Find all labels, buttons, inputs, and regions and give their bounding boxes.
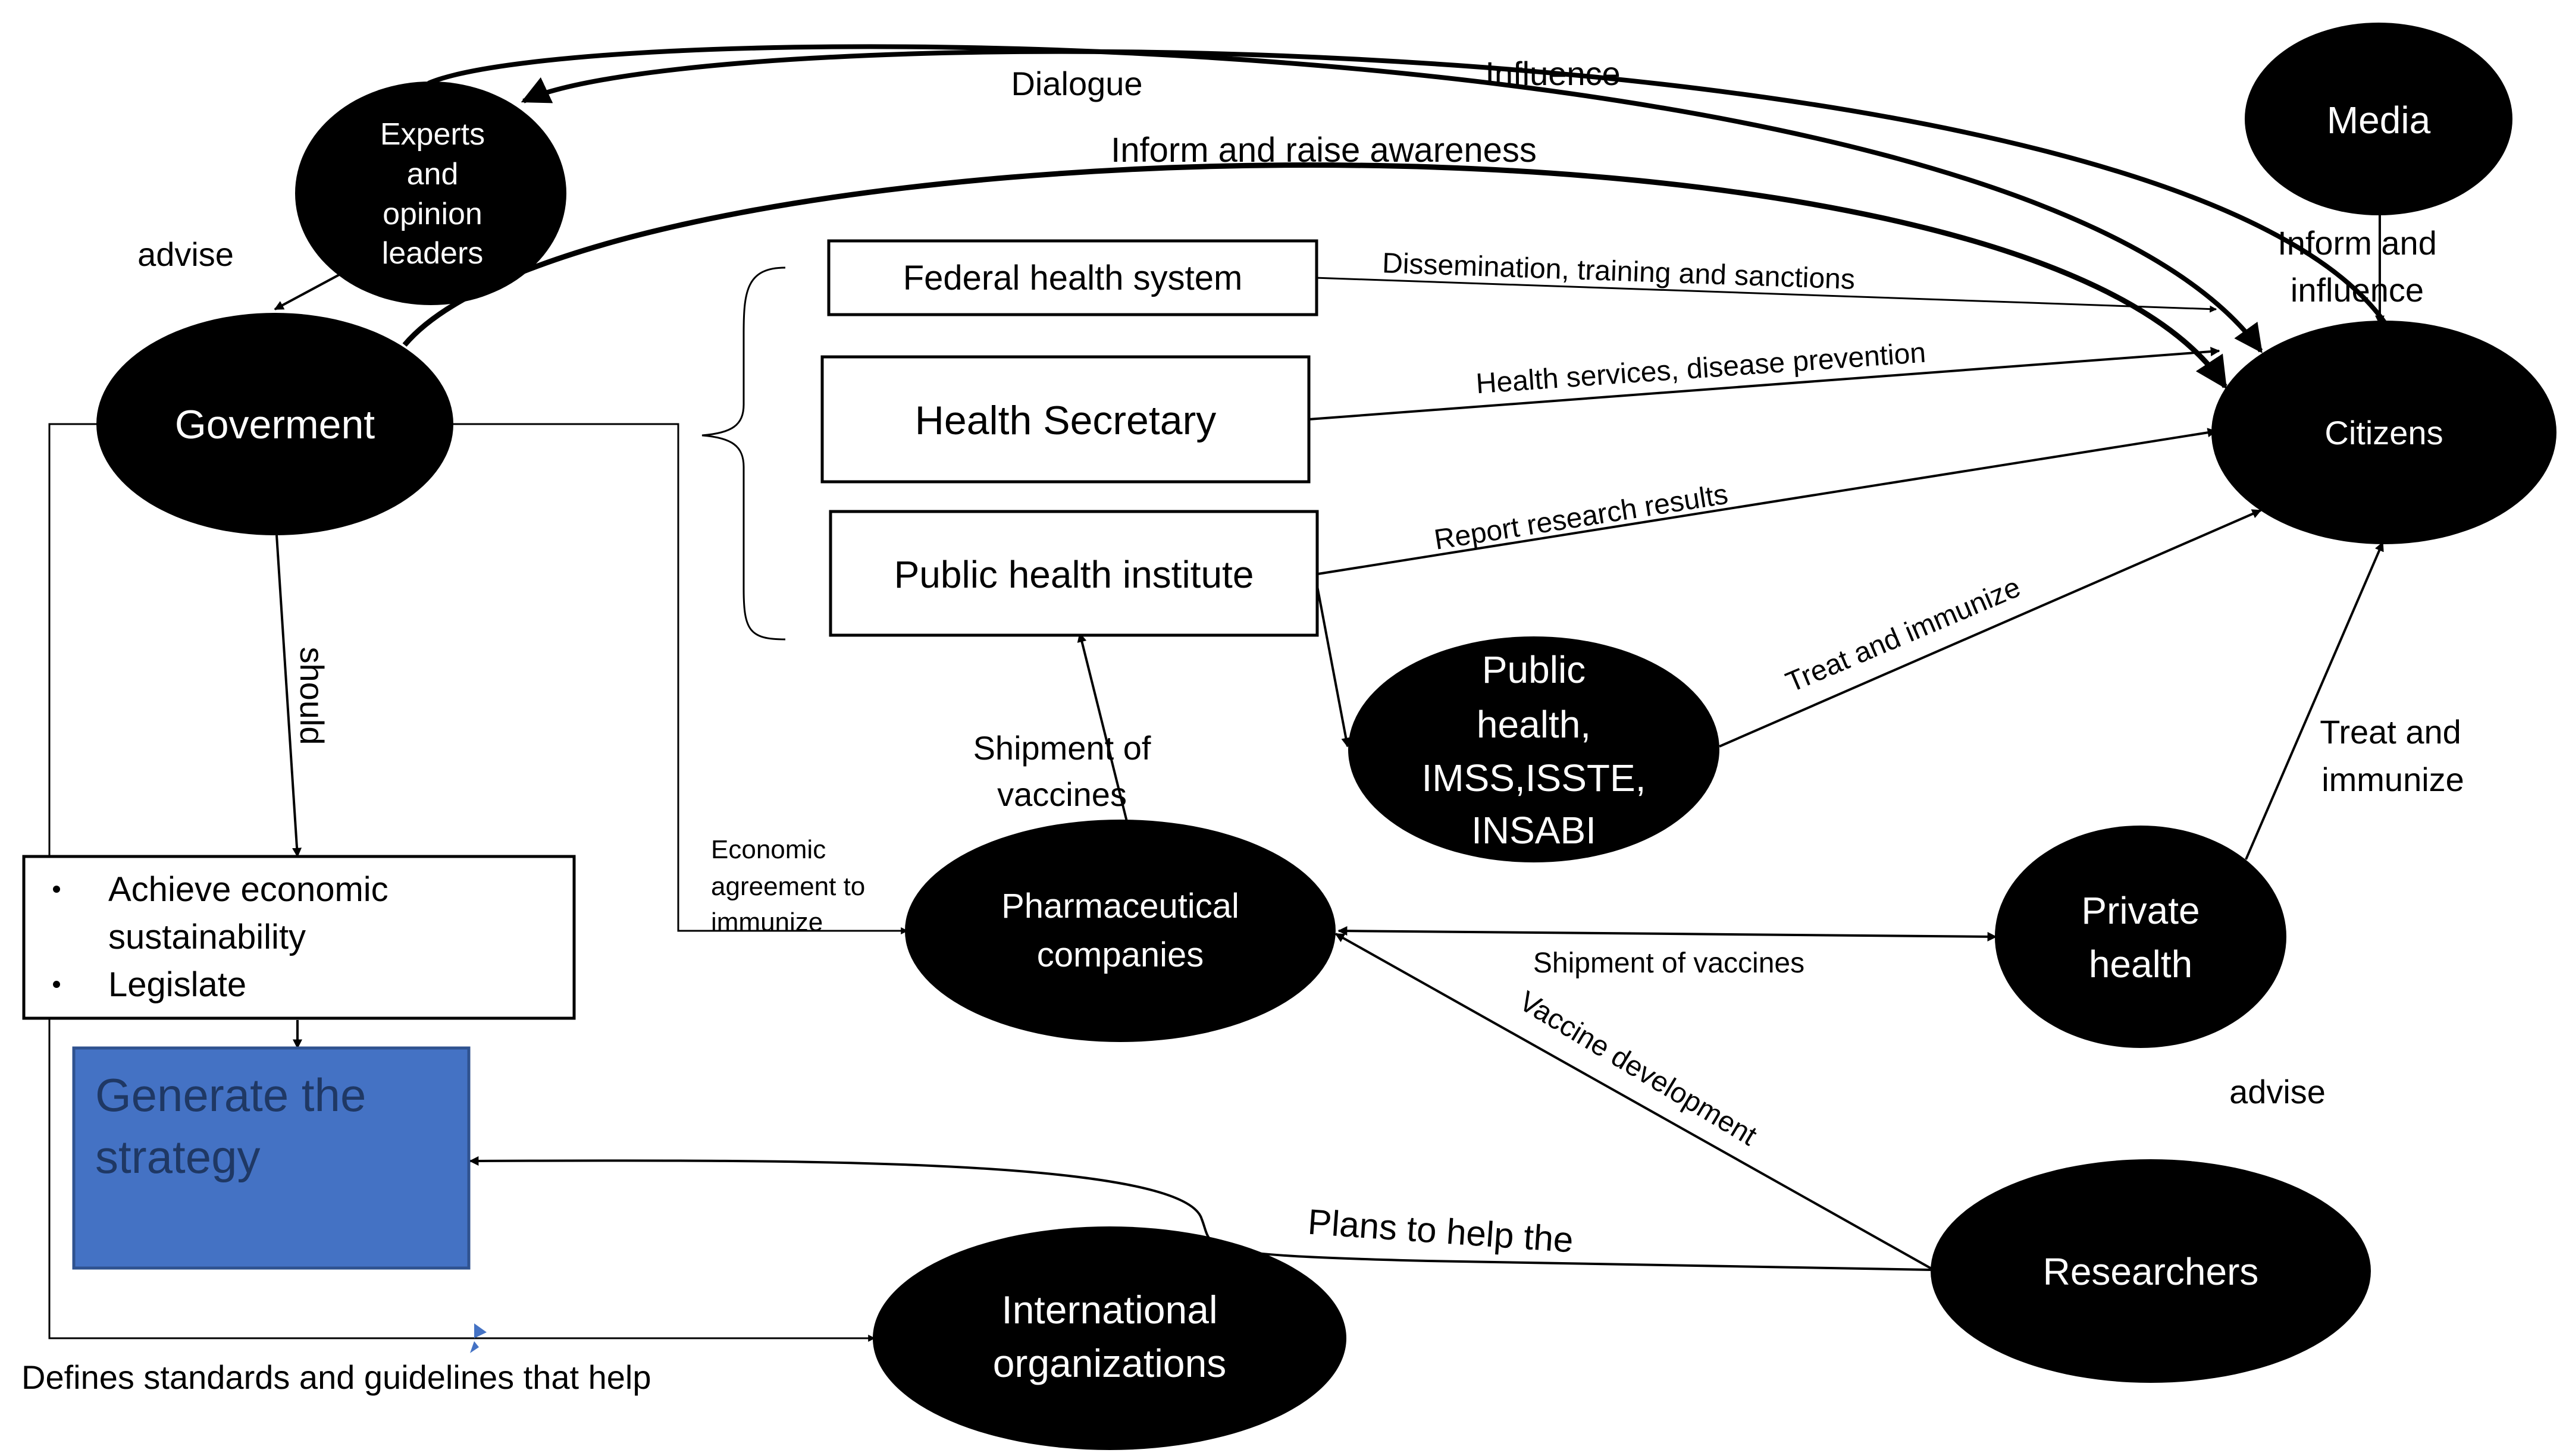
brace xyxy=(701,266,786,641)
label-treat-immunize-private-2: immunize xyxy=(2321,761,2464,798)
node-private-health: Private health xyxy=(1995,826,2286,1048)
node-federal-health-system: Federal health system xyxy=(827,239,1318,316)
edge-report-research xyxy=(1317,428,2217,575)
label-economic-3: immunize xyxy=(711,908,823,937)
health-secretary-label: Health Secretary xyxy=(915,398,1216,443)
citizens-label: Citizens xyxy=(2324,414,2443,451)
node-experts: Experts and opinion leaders xyxy=(295,81,566,305)
node-international: International organizations xyxy=(873,1226,1346,1450)
label-influence: Influence xyxy=(1485,55,1620,92)
node-public-health-imss: Public health, IMSS,ISSTE, INSABI xyxy=(1348,636,1719,862)
edge-treat-private xyxy=(2245,541,2384,860)
label-inform-raise: Inform and raise awareness xyxy=(1111,131,1537,170)
pharmaceutical-line-1: Pharmaceutical xyxy=(1001,887,1239,925)
experts-line-2: and xyxy=(407,157,459,192)
strategy-line-2: strategy xyxy=(95,1131,260,1183)
objective-line-1: Achieve economic xyxy=(108,870,388,909)
label-advise-left: advise xyxy=(137,236,234,273)
node-public-health-institute: Public health institute xyxy=(829,510,1319,637)
label-defines-standards: Defines standards and guidelines that he… xyxy=(21,1358,651,1396)
node-strategy: Generate the strategy xyxy=(72,1046,471,1270)
flag-icon xyxy=(470,1323,487,1353)
node-government: Goverment xyxy=(96,313,453,535)
edge-should xyxy=(275,535,302,858)
node-health-secretary: Health Secretary xyxy=(820,355,1311,484)
researchers-label: Researchers xyxy=(2043,1250,2259,1293)
federal-health-system-label: Federal health system xyxy=(903,259,1243,297)
node-media: Media xyxy=(2245,23,2512,215)
public-health-line-4: INSABI xyxy=(1471,809,1596,852)
private-health-line-1: Private xyxy=(2081,889,2200,932)
label-economic-2: agreement to xyxy=(711,872,865,901)
edge-institute-public xyxy=(1315,579,1351,748)
media-label: Media xyxy=(2327,99,2431,142)
edge-shipment-up xyxy=(1077,632,1129,824)
node-pharmaceutical: Pharmaceutical companies xyxy=(905,820,1336,1042)
label-report-research: Report research results xyxy=(1432,478,1730,556)
edge-vaccine-development xyxy=(1334,933,1934,1271)
label-advise-right: advise xyxy=(2229,1073,2326,1110)
node-researchers: Researchers xyxy=(1931,1159,2371,1383)
edge-dialogue xyxy=(427,44,2263,353)
public-health-line-2: health, xyxy=(1477,703,1591,746)
objective-line-3: Legislate xyxy=(108,965,246,1004)
strategy-line-1: Generate the xyxy=(95,1069,366,1121)
international-line-1: International xyxy=(1001,1288,1217,1332)
edge-health-services xyxy=(1308,347,2220,421)
public-health-line-3: IMSS,ISSTE, xyxy=(1422,757,1646,799)
edge-dissemination xyxy=(1314,277,2217,313)
node-citizens: Citizens xyxy=(2211,321,2556,544)
bullet-icon xyxy=(53,981,60,988)
label-shipment-of-vaccines: Shipment of vaccines xyxy=(1533,947,1804,979)
node-objectives: Achieve economic sustainability Legislat… xyxy=(22,855,576,1020)
pharmaceutical-line-2: companies xyxy=(1037,936,1204,974)
label-dialogue: Dialogue xyxy=(1011,65,1142,102)
label-inform-influence-2: influence xyxy=(2291,271,2424,309)
experts-line-4: leaders xyxy=(382,236,484,271)
edge-treat-public xyxy=(1719,509,2262,748)
public-health-line-1: Public xyxy=(1482,648,1586,691)
label-treat-immunize-private-1: Treat and xyxy=(2320,713,2461,751)
experts-line-3: opinion xyxy=(383,197,483,231)
label-inform-influence-1: Inform and xyxy=(2277,224,2437,262)
public-health-institute-label: Public health institute xyxy=(894,553,1254,596)
edge-shipment-private xyxy=(1337,926,1997,942)
label-should: should xyxy=(293,647,331,745)
edge-economic-agreement xyxy=(453,423,908,934)
label-shipment-up-1: Shipment of xyxy=(973,729,1151,767)
connectors xyxy=(48,44,2394,1342)
label-treat-immunize-public: Treat and immunize xyxy=(1781,572,2025,699)
government-label: Goverment xyxy=(175,402,375,447)
label-vaccine-development: Vaccine development xyxy=(1514,986,1762,1152)
experts-line-1: Experts xyxy=(380,117,485,152)
edge-advise xyxy=(274,274,340,310)
label-economic-1: Economic xyxy=(711,835,826,864)
objective-line-2: sustainability xyxy=(108,918,306,956)
international-line-2: organizations xyxy=(993,1341,1227,1385)
label-plans-help: Plans to help the xyxy=(1307,1202,1575,1260)
bullet-icon xyxy=(53,886,60,893)
label-shipment-up-2: vaccines xyxy=(997,776,1127,813)
private-health-line-2: health xyxy=(2089,943,2192,986)
edge-influence xyxy=(521,49,2394,335)
edge-inform-raise xyxy=(402,162,2227,390)
